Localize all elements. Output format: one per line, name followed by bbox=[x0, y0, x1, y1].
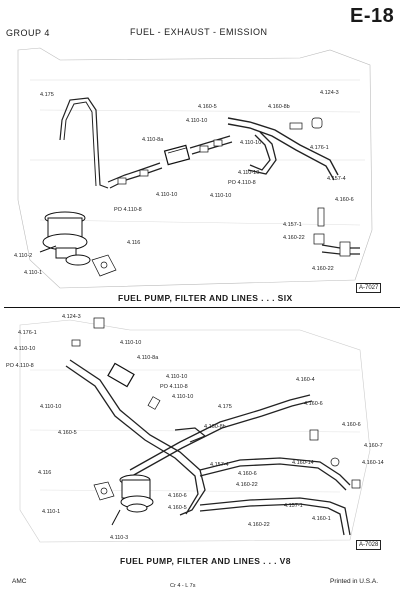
callout-label: 4.160-7 bbox=[364, 443, 383, 449]
callout-label: 4.160-8b bbox=[268, 104, 290, 110]
callout-label: 4.116 bbox=[38, 470, 52, 476]
callout-label: 4.160-5 bbox=[168, 505, 187, 511]
callout-label: 4.160-14 bbox=[292, 460, 314, 466]
callout-label: 4.160-8b bbox=[204, 424, 226, 430]
callout-label: 4.110-8a bbox=[137, 355, 159, 361]
callout-label: 4.160-6 bbox=[342, 422, 361, 428]
callout-label: PO 4.110-8 bbox=[114, 207, 142, 213]
callout-label: 4.110-10 bbox=[238, 170, 260, 176]
fuel-pump-v8 bbox=[111, 474, 154, 526]
callout-label: 4.160-14 bbox=[362, 460, 384, 466]
return-line-4-160-4 bbox=[129, 394, 311, 471]
line-4-160-8b bbox=[174, 427, 207, 443]
callout-label: 4.175 bbox=[40, 92, 54, 98]
callout-label: PO 4.110-8 bbox=[6, 363, 34, 369]
footer-brand: AMC bbox=[12, 578, 27, 585]
callout-label: 4.160-5 bbox=[58, 430, 77, 436]
fuel-pump-six bbox=[39, 211, 91, 266]
callout-label: 4.124-3 bbox=[62, 314, 81, 320]
fuel-filter-v8 bbox=[107, 362, 135, 388]
fuel-line-4-160-5 bbox=[69, 359, 206, 516]
callout-label: 4.157-4 bbox=[210, 462, 229, 468]
return-line-4-160-5 bbox=[227, 117, 339, 176]
fuel-filter bbox=[163, 144, 191, 166]
gasket-4-116 bbox=[91, 254, 117, 277]
callout-label: 4.160-5 bbox=[198, 104, 217, 110]
callout-label: PO 4.110-8 bbox=[228, 180, 256, 186]
group-label: GROUP 4 bbox=[6, 28, 50, 38]
callout-label: 4.157-1 bbox=[283, 222, 302, 228]
fuel-system-six-diagram bbox=[17, 47, 373, 289]
section-title: FUEL - EXHAUST - EMISSION bbox=[130, 27, 268, 37]
figure-ref-v8: A-7028 bbox=[356, 540, 382, 550]
callout-label: 4.110-10 bbox=[120, 340, 142, 346]
callout-label: 4.160-22 bbox=[312, 266, 334, 272]
callout-label: 4.110-3 bbox=[110, 535, 129, 541]
footer-code: Cr 4 - L 7s bbox=[170, 583, 196, 589]
callout-label: 4.124-3 bbox=[320, 90, 339, 96]
callout-label: 4.176-1 bbox=[310, 145, 329, 151]
callout-label: 4.160-1 bbox=[312, 516, 331, 522]
callout-label: 4.160-22 bbox=[236, 482, 258, 488]
fuel-system-v8-diagram bbox=[19, 317, 371, 543]
callout-label: 4.160-6 bbox=[304, 401, 323, 407]
line-4-160-8b bbox=[249, 134, 271, 171]
line-4-160-22 bbox=[199, 497, 351, 536]
engine-block-outline bbox=[17, 47, 373, 289]
callout-label: 4.176-1 bbox=[18, 330, 37, 336]
callout-label: 4.160-6 bbox=[238, 471, 257, 477]
callout-label: 4.110-10 bbox=[240, 140, 262, 146]
callout-label: 4.160-4 bbox=[296, 377, 315, 383]
fuel-line-4-175 bbox=[59, 97, 109, 189]
callout-label: 4.110-10 bbox=[210, 193, 232, 199]
callout-label: 4.110-10 bbox=[166, 374, 188, 380]
callout-label: 4.160-6 bbox=[168, 493, 187, 499]
callout-label: 4.110-1 bbox=[42, 509, 61, 515]
callout-label: 4.116 bbox=[127, 240, 141, 246]
figure-divider bbox=[4, 307, 400, 308]
page-number: E-18 bbox=[350, 5, 395, 27]
figure-caption-v8: FUEL PUMP, FILTER AND LINES . . . V8 bbox=[120, 556, 291, 566]
callout-label: 4.160-22 bbox=[283, 235, 305, 241]
hose-4-110-10-a bbox=[107, 162, 161, 183]
callout-label: 4.110-2 bbox=[14, 253, 33, 259]
callout-label: PO 4.110-8 bbox=[160, 384, 188, 390]
callout-label: 4.110-10 bbox=[156, 192, 178, 198]
callout-label: 4.110-10 bbox=[186, 118, 208, 124]
callout-label: 4.110-8a bbox=[142, 137, 164, 143]
callout-label: 4.160-22 bbox=[248, 522, 270, 528]
figure-ref-six: A-7027 bbox=[356, 283, 382, 293]
callout-label: 4.157-1 bbox=[284, 503, 303, 509]
callout-label: 4.110-10 bbox=[14, 346, 36, 352]
gasket-4-116-v8 bbox=[93, 481, 115, 501]
callout-label: 4.110-10 bbox=[40, 404, 62, 410]
callout-label: 4.157-4 bbox=[327, 176, 346, 182]
callout-label: 4.175 bbox=[218, 404, 232, 410]
callout-label: 4.110-10 bbox=[172, 394, 194, 400]
callout-label: 4.110-1 bbox=[24, 270, 43, 276]
callout-label: 4.160-6 bbox=[335, 197, 354, 203]
figure-caption-six: FUEL PUMP, FILTER AND LINES . . . SIX bbox=[118, 293, 293, 303]
footer-printed: Printed in U.S.A. bbox=[330, 578, 379, 585]
